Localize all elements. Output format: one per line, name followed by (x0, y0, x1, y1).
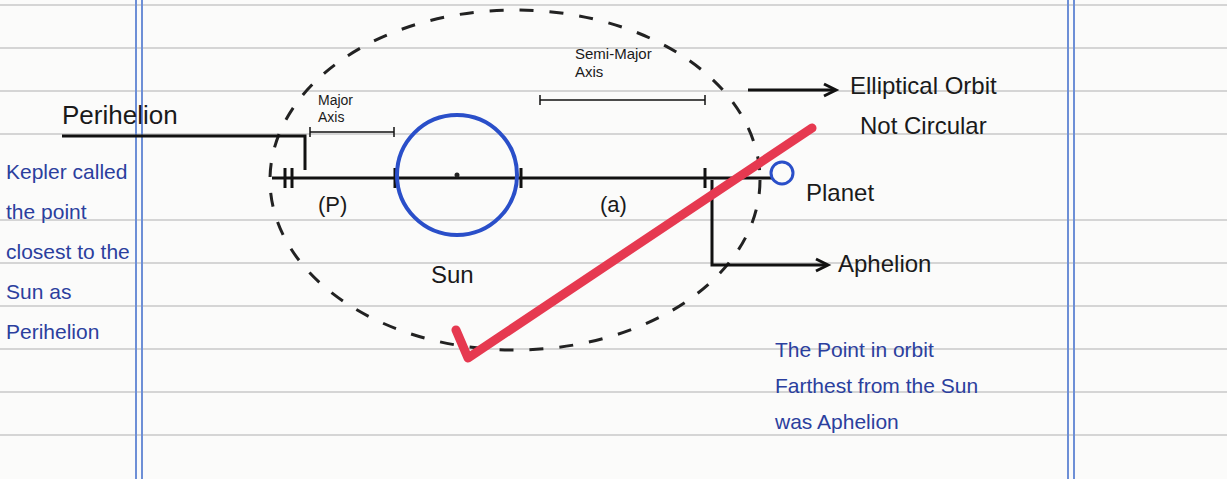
sun-circle (397, 115, 517, 235)
ruled-lines (0, 5, 1227, 435)
node-label: Planet (806, 179, 874, 207)
axis-lines (62, 84, 836, 271)
center-dot (455, 173, 460, 178)
margin-lines (136, 0, 1074, 479)
note-text: The Point in orbit Farthest from the Sun… (775, 332, 1015, 440)
planet-node: Planet (768, 159, 879, 211)
callout-label: Not Circular (860, 112, 987, 141)
symbol-label: (P) (318, 192, 347, 218)
check-mark (456, 128, 812, 358)
term-label: Perihelion (62, 100, 178, 131)
sun-node: Sun (395, 113, 521, 293)
dimension-label: Semi-Major Axis (575, 45, 670, 81)
orbit-ellipse (270, 10, 760, 350)
dimension-label: Major Axis (318, 92, 368, 126)
dimension-brackets (310, 95, 705, 137)
symbol-label: (a) (600, 192, 627, 218)
term-label: Aphelion (838, 250, 931, 279)
note-text: Kepler called the point closest to the S… (6, 152, 136, 352)
planet-circle (771, 162, 793, 184)
callout-label: Elliptical Orbit (850, 72, 997, 101)
node-label: Sun (431, 261, 474, 289)
